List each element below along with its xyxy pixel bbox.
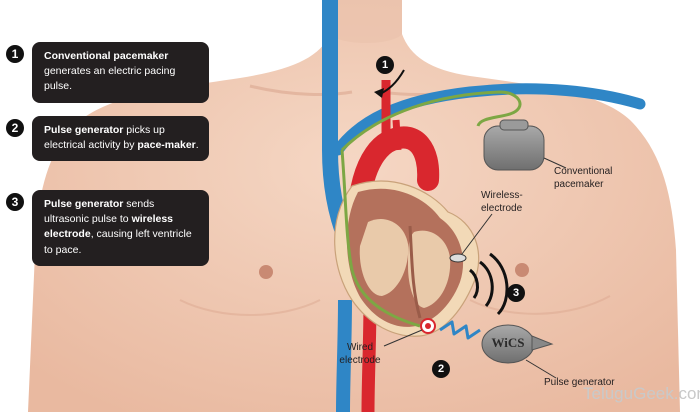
step-2-callout: 2 Pulse generator picks up electrical ac… — [6, 116, 209, 162]
marker-2: 2 — [432, 360, 450, 378]
step-3-box: Pulse generator sends ultrasonic pulse t… — [32, 190, 209, 266]
right-nipple — [515, 263, 529, 277]
step-3-callout: 3 Pulse generator sends ultrasonic pulse… — [6, 190, 209, 266]
conventional-pacemaker-label: Conventional pacemaker — [554, 166, 613, 190]
conventional-pacemaker-device — [483, 125, 545, 171]
step-1-number: 1 — [6, 45, 24, 63]
step-3-bold-term: Pulse generator — [44, 198, 124, 210]
pacemaker-header — [499, 119, 529, 131]
left-ventricle-chamber — [408, 230, 451, 308]
step-2-number: 2 — [6, 119, 24, 137]
step-2-text: picks up electrical activity by — [44, 124, 165, 152]
wireless-electrode — [449, 253, 467, 263]
wired-electrode-core — [425, 323, 431, 329]
step-2-bold-term: Pulse generator — [44, 124, 124, 136]
pec-right — [469, 295, 611, 315]
wired-electrode-label: Wired electrode — [339, 342, 381, 366]
step-3-number: 3 — [6, 193, 24, 211]
lead-to-pacemaker — [340, 90, 522, 152]
wireless-leader-line — [461, 213, 493, 255]
wireless-electrode-label: Wireless-electrode — [481, 190, 523, 214]
step-2-bold-term-2: pace-maker — [137, 139, 196, 152]
marker-3: 3 — [507, 284, 525, 302]
left-collarbone — [249, 84, 353, 96]
step-3-text: sends ultrasonic pulse to — [44, 198, 155, 226]
step-3-bold-term-2: wireless electrode — [44, 213, 174, 241]
step-3-text-end: , causing left ventricle to pace. — [44, 228, 192, 256]
pacing-lead — [340, 149, 421, 328]
wired-leader-line — [383, 329, 423, 347]
pulse-generator-label: Pulse generator — [544, 377, 615, 388]
watermark: TeluguGeek.com — [583, 384, 700, 403]
step-1-callout: 1 Conventional pacemaker generates an el… — [6, 42, 209, 103]
left-nipple — [259, 265, 273, 279]
step-1-bold-term: Conventional pacemaker — [44, 50, 169, 62]
marker-1: 1 — [376, 56, 394, 74]
subclavian-vein — [332, 83, 646, 156]
neck-shadow — [330, 0, 402, 43]
ultrasound-wave-2 — [479, 260, 494, 307]
pulse-leader-line — [525, 359, 557, 379]
pulse-generator-tail — [531, 335, 554, 351]
flow-arrow-head — [374, 88, 384, 98]
step-1-text: generates an electric pacing pulse. — [44, 65, 176, 93]
ultrasound-wave-3 — [489, 252, 509, 316]
inferior-vena-cava — [336, 299, 352, 412]
step-2-box: Pulse generator picks up electrical acti… — [32, 116, 209, 162]
device-text: WiCS — [491, 335, 525, 350]
conv-leader-line — [543, 157, 567, 169]
step-1-box: Conventional pacemaker generates an elec… — [32, 42, 209, 103]
electric-pulse-zigzag — [439, 320, 481, 340]
step-2-text-end: . — [195, 139, 199, 152]
ultrasound-wave-1 — [468, 268, 479, 299]
heart-septum — [408, 225, 422, 319]
pec-left — [179, 299, 321, 316]
right-ventricle-chamber — [359, 218, 409, 296]
